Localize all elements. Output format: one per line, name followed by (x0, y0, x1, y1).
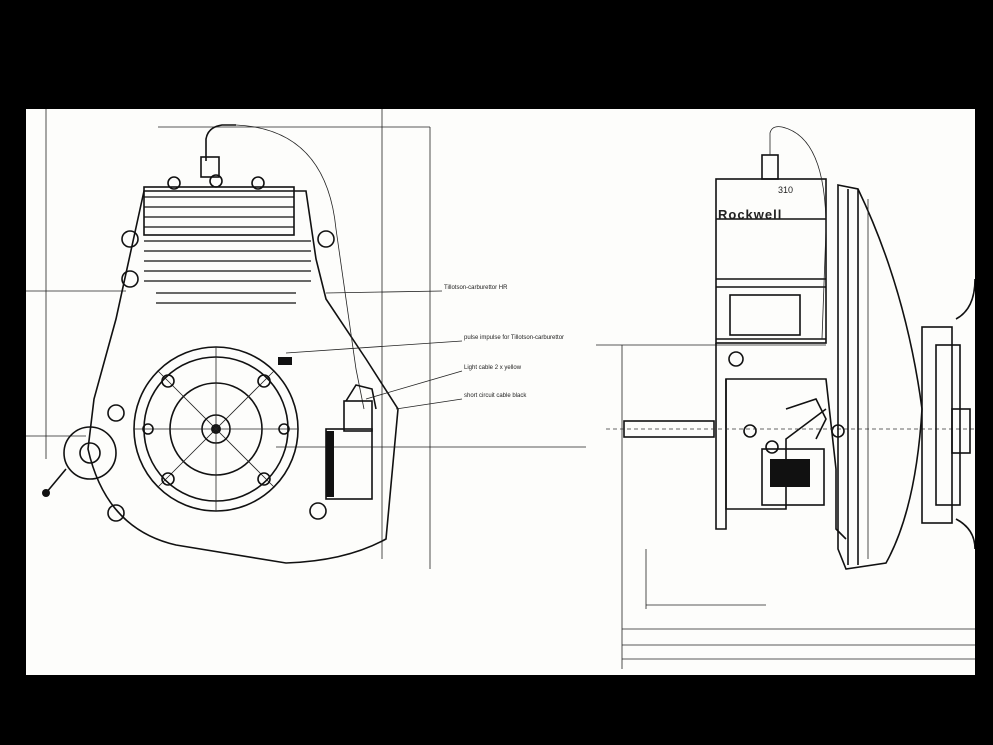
callout-leaders (285, 290, 463, 410)
spark-plug (205, 124, 236, 161)
mounting-lug (107, 504, 125, 522)
flywheel-cover (133, 346, 299, 512)
carburettor-side (761, 448, 825, 506)
engine-technical-drawing: Rockwell 310 (26, 109, 975, 669)
mounting-lug (121, 270, 139, 288)
flywheel-housing (837, 184, 923, 570)
callout-short-circuit-cable: short circuit cable black (464, 393, 527, 399)
rear-pulley (921, 278, 975, 550)
side-elevation-view: Rockwell 310 (596, 126, 975, 669)
cylinder-head (143, 186, 295, 236)
ignition-cable (235, 124, 365, 410)
cylinder-fins (144, 196, 311, 304)
cylinder-block (715, 178, 827, 344)
output-pulley (42, 426, 117, 497)
transfer-port (729, 294, 801, 336)
drawing-sheet: Rockwell 310 Tillotson-carburettor HR pu… (26, 109, 975, 675)
spark-plug-side (761, 154, 779, 180)
side-crankcase (715, 343, 847, 540)
mounting-lug (107, 404, 125, 422)
model-number: 310 (778, 185, 793, 195)
callout-carburettor: Tillotson-carburettor HR (444, 285, 508, 291)
mounting-lug (121, 230, 139, 248)
crankcase-outline (87, 190, 399, 564)
mounting-lug (309, 502, 327, 520)
front-elevation-view (26, 109, 586, 569)
carburettor (278, 357, 377, 500)
callout-light-cable: Light cable 2 x yellow (464, 365, 522, 371)
brand-label: Rockwell (718, 207, 782, 222)
mounting-lug (317, 230, 335, 248)
callout-pulse-impulse: pulse impulse for Tillotson-carburettor (464, 335, 565, 341)
